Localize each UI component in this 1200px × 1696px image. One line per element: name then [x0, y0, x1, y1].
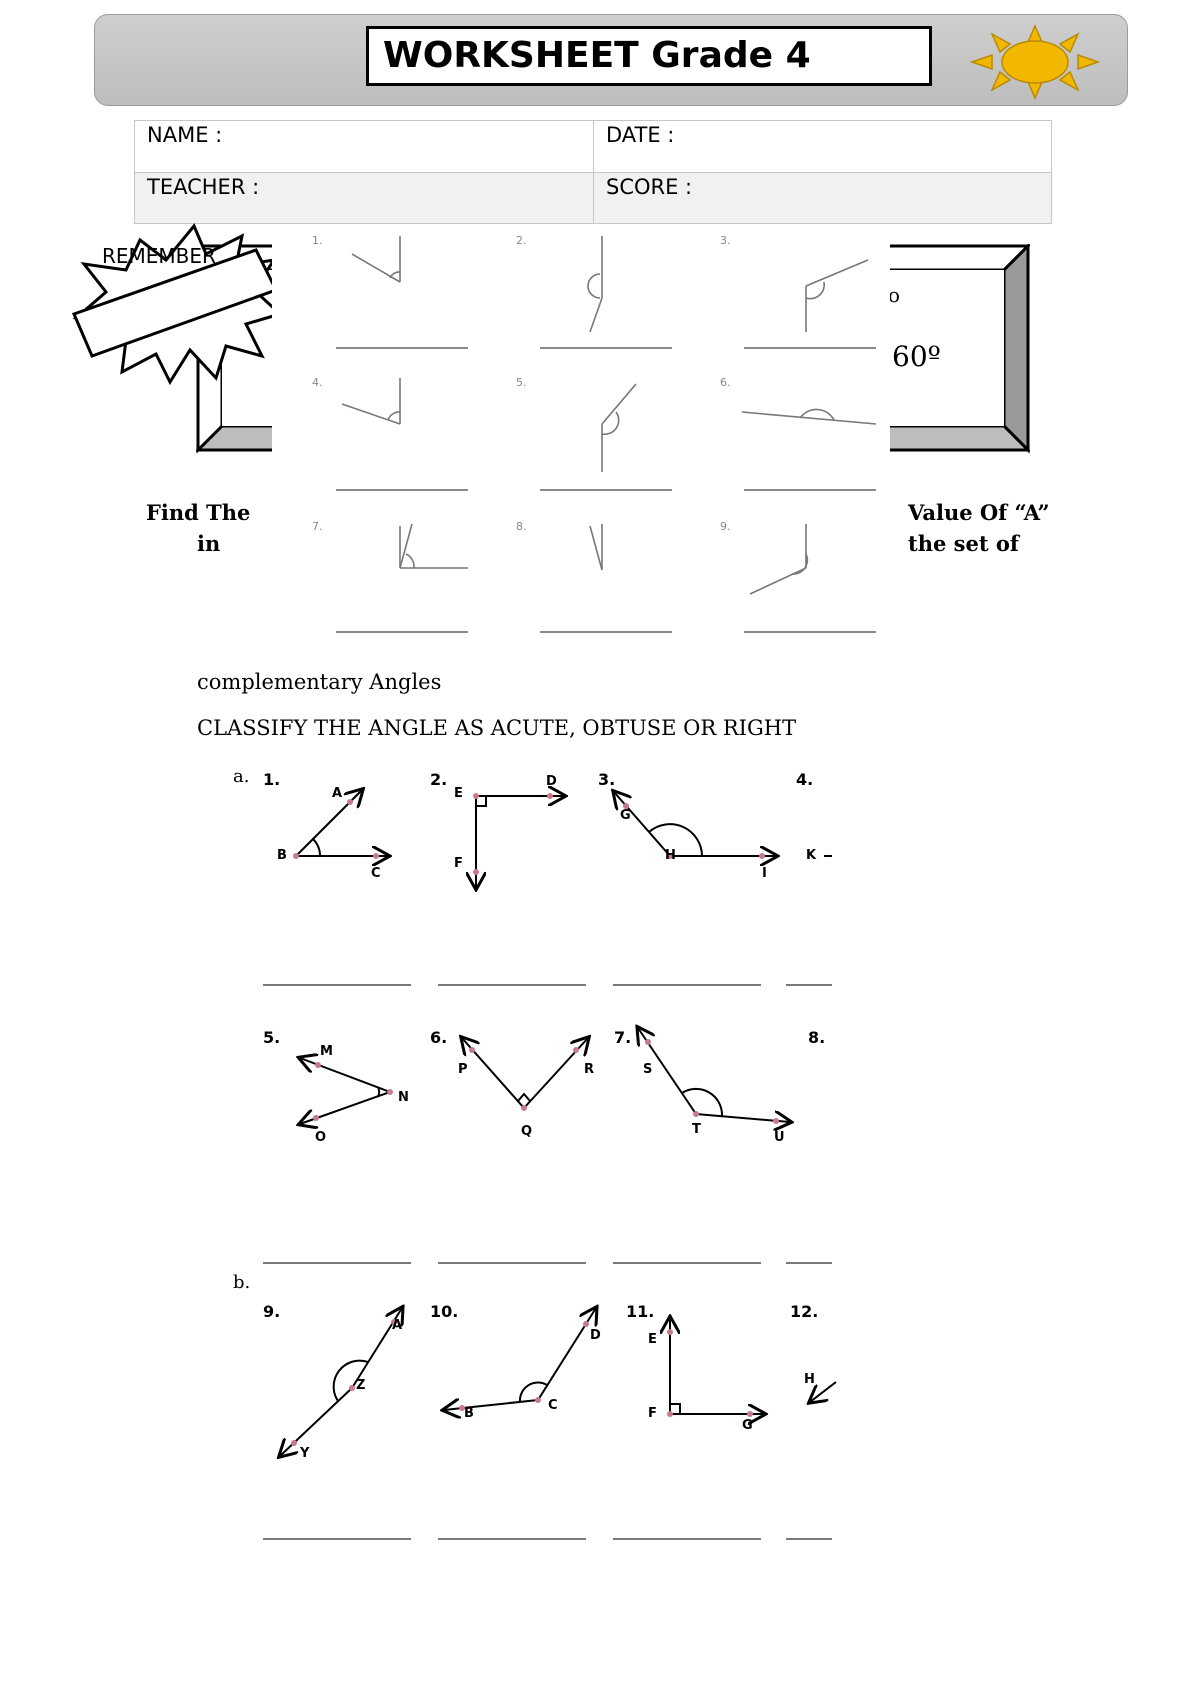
label-q10-c: C — [548, 1398, 558, 1413]
answer-line-q1[interactable] — [263, 984, 411, 986]
label-q5-o: O — [315, 1130, 327, 1145]
answer-line-q10[interactable] — [438, 1538, 586, 1540]
answer-line-q12[interactable] — [786, 1538, 832, 1540]
answer-line-q3[interactable] — [613, 984, 761, 986]
find-right-line1: Value Of “A” — [908, 500, 1050, 525]
angle-grid-drawings — [336, 236, 877, 633]
classify-angles-diagram — [250, 760, 837, 1560]
classify-instruction: CLASSIFY THE ANGLE AS ACUTE, OBTUSE OR R… — [197, 716, 797, 740]
score-field[interactable]: SCORE : — [594, 173, 1051, 223]
q3-number: 3. — [598, 770, 616, 789]
section-b-marker: b. — [233, 1272, 251, 1293]
answer-line-q8[interactable] — [786, 1262, 832, 1264]
section-a-marker: a. — [233, 766, 250, 787]
overlay-num-4: 4. — [312, 376, 323, 389]
overlay-num-1: 1. — [312, 234, 323, 247]
overlay-num-5: 5. — [516, 376, 527, 389]
overlay-num-3: 3. — [720, 234, 731, 247]
answer-line-q6[interactable] — [438, 1262, 586, 1264]
worksheet-title: WORKSHEET Grade 4 — [366, 26, 932, 86]
label-q7-s: S — [643, 1062, 653, 1077]
label-q2-d: D — [546, 774, 557, 789]
overlay-num-2: 2. — [516, 234, 527, 247]
frame-angle-value: 60º — [892, 340, 941, 373]
date-field[interactable]: DATE : — [594, 121, 1051, 173]
answer-line-q11[interactable] — [613, 1538, 761, 1540]
label-q11-e: E — [648, 1332, 657, 1347]
label-q5-n: N — [398, 1090, 409, 1105]
complementary-angles-text: complementary Angles — [197, 670, 442, 694]
student-info-table: NAME : DATE : TEACHER : SCORE : — [134, 120, 1052, 224]
overlay-num-7: 7. — [312, 520, 323, 533]
remember-badge-text: REMEMBER — [102, 244, 216, 268]
label-q11-g: G — [742, 1418, 753, 1433]
q7-number: 7. — [614, 1028, 632, 1047]
overlay-num-8: 8. — [516, 520, 527, 533]
label-q5-m: M — [320, 1044, 333, 1059]
q1-number: 1. — [263, 770, 281, 789]
name-label: NAME : — [147, 123, 223, 147]
q4-number: 4. — [796, 770, 814, 789]
find-right-line2: the set of — [908, 531, 1019, 556]
sun-icon — [970, 24, 1100, 100]
angle-grid-overlay: 1. 2. 3. 4. 5. 6. 7. 8. 9. — [272, 228, 890, 648]
score-label: SCORE : — [606, 175, 693, 199]
label-q2-e: E — [454, 786, 463, 801]
date-label: DATE : — [606, 123, 675, 147]
label-q1-a: A — [332, 786, 343, 801]
q8-number: 8. — [808, 1028, 826, 1047]
q10-number: 10. — [430, 1302, 459, 1321]
label-q9-z: Z — [356, 1378, 366, 1393]
answer-line-q4[interactable] — [786, 984, 832, 986]
label-q1-b: B — [277, 848, 287, 863]
find-left-line2: in — [197, 531, 221, 556]
overlay-num-6: 6. — [720, 376, 731, 389]
label-q9-y: Y — [300, 1446, 310, 1461]
label-q4-k: K — [806, 848, 817, 863]
q6-number: 6. — [430, 1028, 448, 1047]
label-q6-r: R — [584, 1062, 595, 1077]
answer-line-q9[interactable] — [263, 1538, 411, 1540]
find-left-line1: Find The — [146, 500, 251, 525]
name-field[interactable]: NAME : — [135, 121, 594, 173]
q9-number: 9. — [263, 1302, 281, 1321]
label-q3-i: I — [762, 866, 767, 881]
label-q11-f: F — [648, 1406, 657, 1421]
answer-line-q5[interactable] — [263, 1262, 411, 1264]
label-q3-h: H — [665, 848, 676, 863]
label-q3-g: G — [620, 808, 631, 823]
frame-degree-mark: o — [888, 283, 901, 307]
q5-number: 5. — [263, 1028, 281, 1047]
label-q9-a: A — [392, 1318, 403, 1333]
q2-number: 2. — [430, 770, 448, 789]
overlay-num-9: 9. — [720, 520, 731, 533]
label-q6-q: Q — [521, 1124, 533, 1139]
label-q10-d: D — [590, 1328, 601, 1343]
label-q2-f: F — [454, 856, 463, 871]
label-q1-c: C — [371, 866, 381, 881]
label-q7-u: U — [774, 1130, 785, 1145]
label-q6-p: P — [458, 1062, 468, 1077]
q12-number: 12. — [790, 1302, 819, 1321]
q11-number: 11. — [626, 1302, 655, 1321]
answer-line-q2[interactable] — [438, 984, 586, 986]
label-q12-h: H — [804, 1372, 815, 1387]
teacher-field[interactable]: TEACHER : — [135, 173, 594, 223]
answer-line-q7[interactable] — [613, 1262, 761, 1264]
teacher-label: TEACHER : — [147, 175, 260, 199]
label-q10-b: B — [464, 1406, 474, 1421]
label-q7-t: T — [692, 1122, 701, 1137]
